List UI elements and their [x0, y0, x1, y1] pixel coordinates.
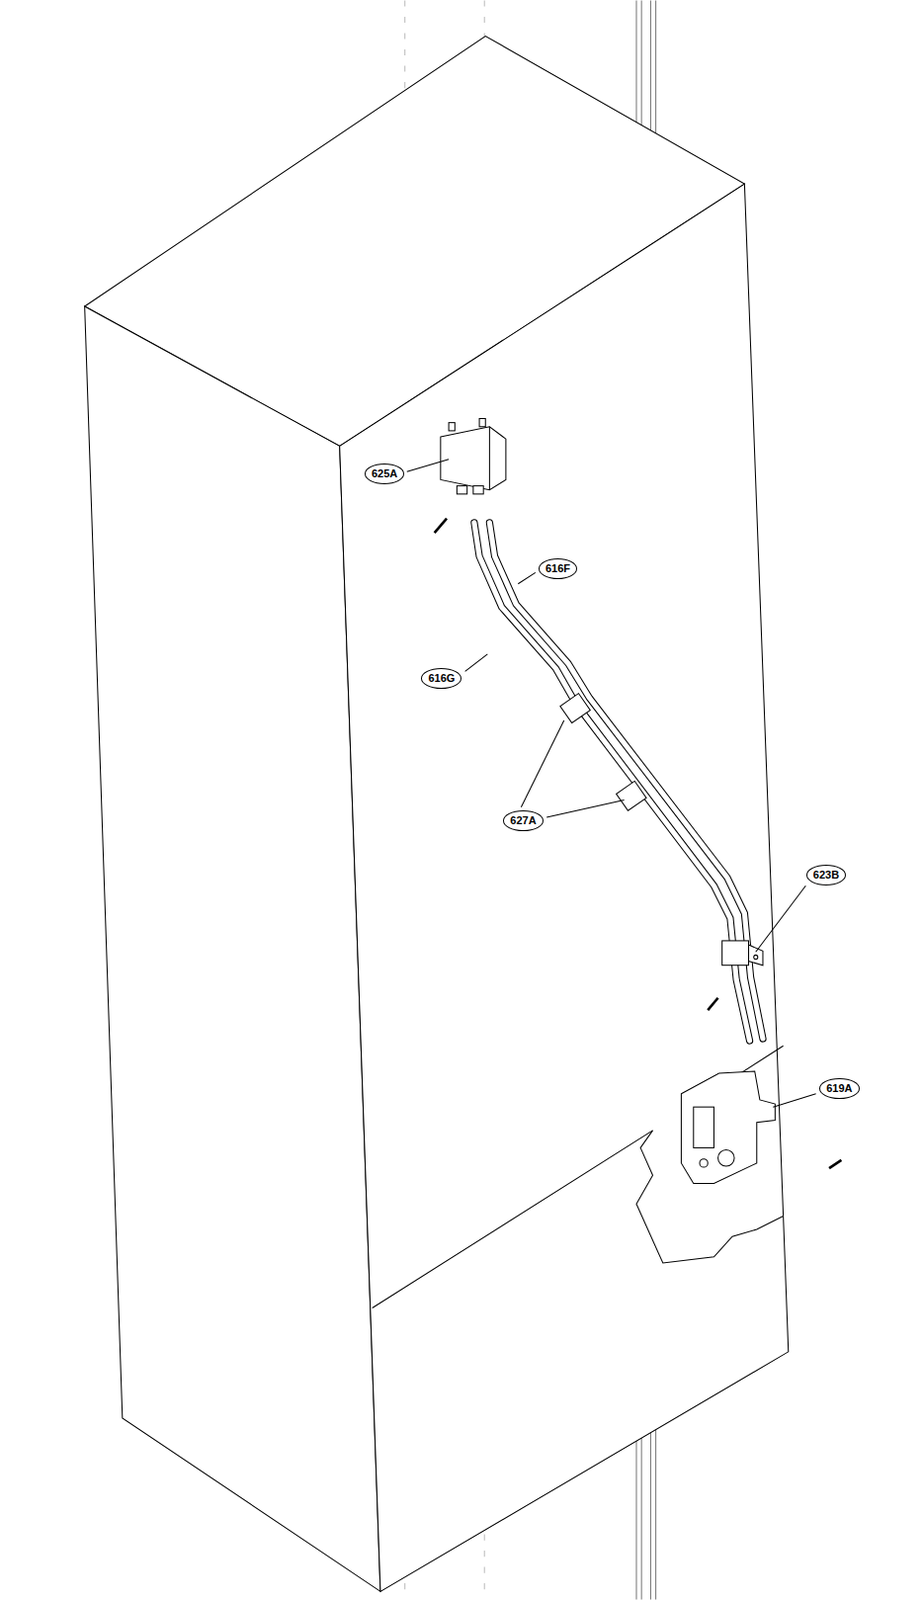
cabinet: [84, 35, 789, 1592]
callout-number: 627A: [503, 810, 543, 832]
callout-number: 623B: [806, 864, 846, 886]
tubes: [474, 522, 763, 1041]
leader-lines: [407, 459, 817, 1107]
parts: [434, 419, 842, 1184]
callout-number: 616G: [420, 668, 462, 689]
callout-number: 619A: [819, 1078, 859, 1099]
